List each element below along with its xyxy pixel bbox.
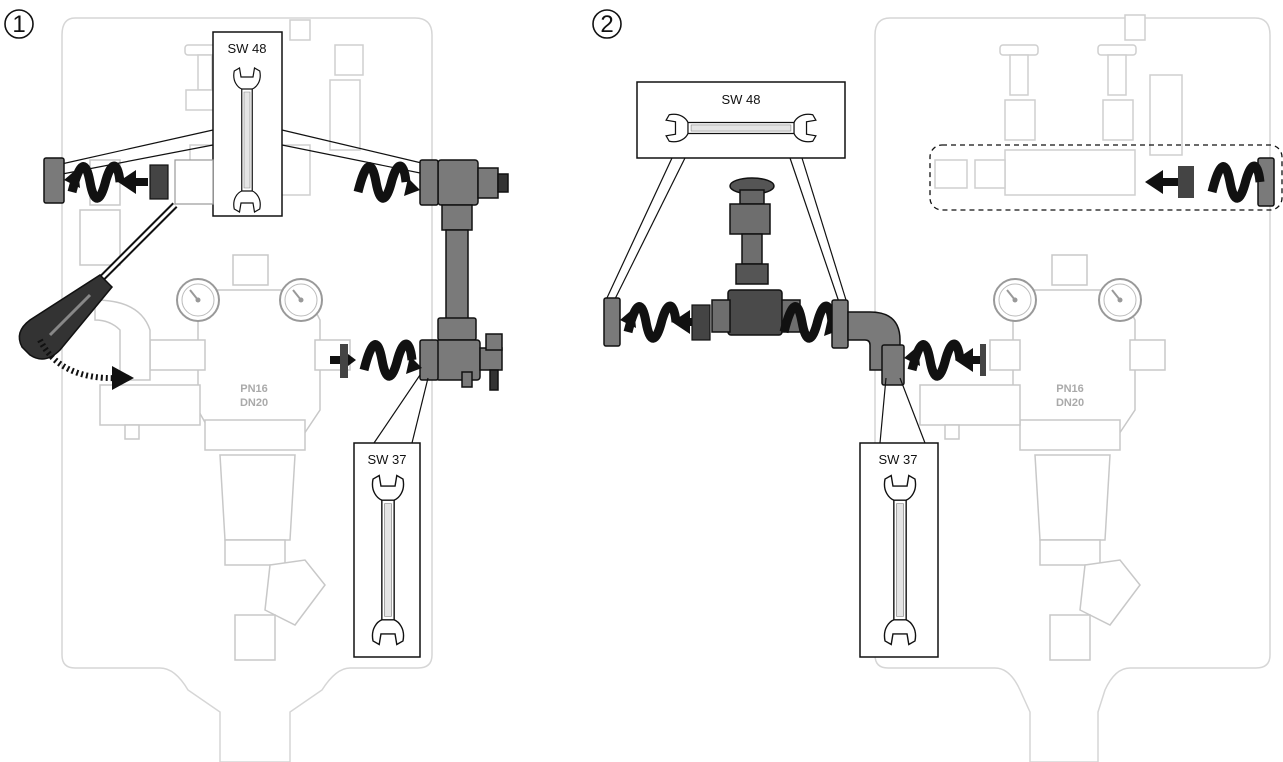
- step-1-circled-number: 1: [4, 9, 34, 39]
- step-2-elbow-fitting: [831, 299, 905, 386]
- step-1-top-right-union-nut: [419, 159, 439, 206]
- step-2-right-gasket: [980, 344, 986, 376]
- step-1-dashed-arrow-head: [112, 366, 134, 390]
- step-1-filter-label-pn: PN16: [240, 383, 268, 395]
- step-1-gauge-right-icon: [279, 278, 323, 322]
- step-2-top-union-nut: [1257, 157, 1275, 207]
- step-2-gauge-right-icon: [1098, 278, 1142, 322]
- step-1-lower-rotation-arrow-icon: [364, 344, 422, 376]
- step-2-wrench-sw48-callout: SW 48: [605, 81, 847, 306]
- step-1-sw48-label: SW 48: [227, 41, 266, 56]
- step-1-dashed-swing-arrow-icon: [37, 338, 119, 382]
- step-2-filter-label-dn: DN20: [1056, 397, 1084, 409]
- step-1-bypass-pipe: [435, 159, 509, 391]
- step-2-filter-body: [919, 254, 1166, 661]
- step-1-screwdriver-icon: [18, 202, 178, 360]
- step-1-gauge-left-icon: [176, 278, 220, 322]
- step-1-left-rotation-arrow-icon: [64, 166, 120, 198]
- step-2-top-gasket: [1178, 166, 1194, 198]
- step-1-left-direction-arrow-icon: [118, 170, 148, 194]
- step-1-device-outline: [61, 17, 433, 762]
- step-2-left-rotation-arrow-icon: [620, 306, 676, 338]
- step-2-left-union-nut: [603, 297, 621, 347]
- step-2-left-gasket: [691, 304, 711, 341]
- step-1-panel: 1: [4, 9, 509, 762]
- step-2-panel: 2: [592, 9, 1283, 762]
- step-2-dashed-removed-section: [929, 144, 1283, 211]
- step-2-wrench-sw37-callout: SW 37: [859, 377, 939, 658]
- step-2-sw37-label: SW 37: [878, 452, 917, 467]
- step-2-top-rotation-arrow-icon: [1212, 166, 1260, 198]
- step-1-wrench-sw48-callout: SW 48: [56, 31, 431, 217]
- step-2-top-direction-arrow-icon: [1145, 170, 1178, 194]
- step-1-left-union-assembly: [43, 157, 214, 205]
- step-1-filter-body: [79, 159, 351, 661]
- step-1-sw37-label: SW 37: [367, 452, 406, 467]
- step-2-filter-label-pn: PN16: [1056, 383, 1084, 395]
- step-1-wrench-sw37-callout: SW 37: [353, 374, 429, 658]
- step-2-sw48-label: SW 48: [721, 92, 760, 107]
- step-1-number-text: 1: [12, 11, 25, 38]
- step-1-upper-rotation-arrow-icon: [358, 166, 420, 198]
- step-2-gauge-left-icon: [993, 278, 1037, 322]
- step-1-bottom-right-union-nut: [419, 339, 439, 381]
- step-2-left-direction-arrow-icon: [672, 310, 700, 334]
- step-1-filter-label-dn: DN20: [240, 397, 268, 409]
- step-2-upper-valves: [934, 14, 1183, 196]
- step-1-gasket: [340, 344, 348, 378]
- step-2-right-rotation-arrow-icon: [904, 344, 960, 376]
- step-2-circled-number: 2: [592, 9, 622, 39]
- step-2-right-direction-arrow-icon: [955, 348, 982, 372]
- step-2-number-text: 2: [600, 11, 613, 38]
